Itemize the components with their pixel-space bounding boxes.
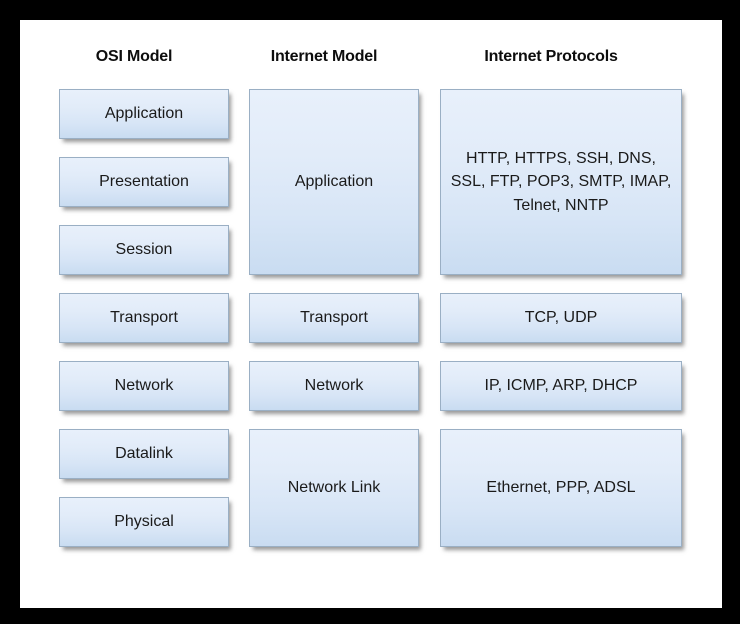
column-header-internet-model: Internet Model [270, 48, 378, 65]
protocols-transport[interactable]: TCP, UDP [440, 293, 682, 343]
diagram-sheet: OSI Model Internet Model Internet Protoc… [20, 20, 722, 608]
protocols-network[interactable]: IP, ICMP, ARP, DHCP [440, 361, 682, 411]
internet-model-transport-label: Transport [300, 309, 368, 327]
osi-layer-datalink-label: Datalink [115, 445, 173, 463]
osi-layer-presentation[interactable]: Presentation [59, 157, 229, 207]
osi-layer-physical-label: Physical [114, 513, 174, 531]
osi-layer-network[interactable]: Network [59, 361, 229, 411]
internet-model-application[interactable]: Application [249, 89, 419, 275]
column-header-osi-model: OSI Model [95, 48, 173, 65]
osi-layer-physical[interactable]: Physical [59, 497, 229, 547]
osi-layer-session-label: Session [115, 241, 173, 259]
osi-layer-application[interactable]: Application [59, 89, 229, 139]
internet-model-network-link-label: Network Link [287, 479, 381, 497]
protocols-application-label: HTTP, HTTPS, SSH, DNS, SSL, FTP, POP3, S… [450, 150, 672, 214]
internet-model-transport[interactable]: Transport [249, 293, 419, 343]
osi-layer-datalink[interactable]: Datalink [59, 429, 229, 479]
internet-model-network-link[interactable]: Network Link [249, 429, 419, 547]
internet-model-application-label: Application [294, 173, 374, 191]
protocols-transport-label: TCP, UDP [524, 309, 598, 327]
protocols-network-link[interactable]: Ethernet, PPP, ADSL [440, 429, 682, 547]
column-header-internet-protocols: Internet Protocols [484, 48, 618, 65]
osi-layer-application-label: Application [104, 105, 184, 123]
protocols-application[interactable]: HTTP, HTTPS, SSH, DNS, SSL, FTP, POP3, S… [440, 89, 682, 275]
osi-layer-transport-label: Transport [110, 309, 178, 327]
internet-model-network[interactable]: Network [249, 361, 419, 411]
internet-model-network-label: Network [304, 377, 364, 395]
protocols-network-link-label: Ethernet, PPP, ADSL [486, 479, 636, 497]
osi-layer-transport[interactable]: Transport [59, 293, 229, 343]
osi-layer-network-label: Network [114, 377, 174, 395]
osi-layer-presentation-label: Presentation [99, 173, 189, 191]
protocols-network-label: IP, ICMP, ARP, DHCP [484, 377, 638, 395]
osi-layer-session[interactable]: Session [59, 225, 229, 275]
